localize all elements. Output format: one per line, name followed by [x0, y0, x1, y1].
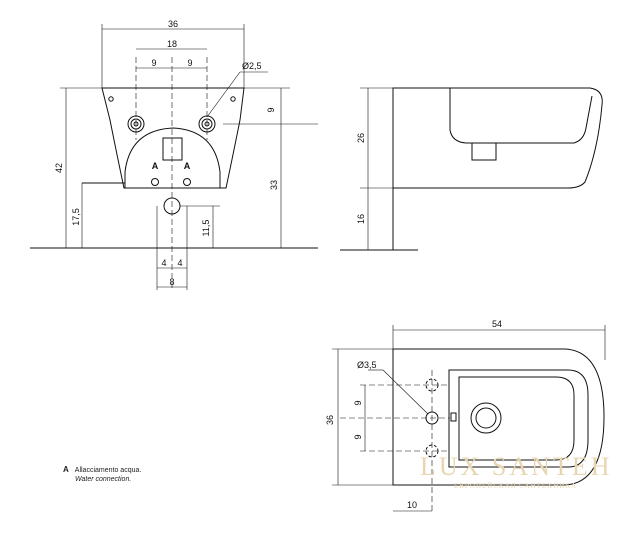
- side-view-outline: [392, 87, 603, 189]
- marker-a-right: A: [184, 161, 191, 171]
- legend: A Allacciamento acqua. Water connection.: [63, 465, 141, 484]
- legend-key: A: [63, 465, 69, 474]
- dim-top-offset-10: 10: [407, 500, 417, 510]
- dim-front-width-36: 36: [168, 19, 178, 29]
- dim-front-diameter: Ø2,5: [242, 61, 262, 71]
- dim-top-length-54: 54: [492, 319, 502, 329]
- top-view-outline: [392, 348, 605, 486]
- dim-front-inlet-left: 4: [161, 258, 166, 268]
- dim-front-inlet-total: 8: [169, 277, 174, 287]
- dim-front-inlet-right: 4: [177, 258, 182, 268]
- dim-front-height-11-5: 11,5: [201, 220, 211, 237]
- front-view-outline: [101, 87, 245, 189]
- side-view: [340, 87, 603, 251]
- side-view-bowl: [449, 88, 593, 144]
- legend-line-2: Water connection.: [75, 476, 132, 483]
- dim-front-half-right: 9: [187, 58, 192, 68]
- legend-line-1: Allacciamento acqua.: [74, 467, 142, 474]
- front-view: [30, 24, 318, 290]
- dim-side-upper-26: 26: [356, 133, 366, 143]
- dim-front-top-offset: 9: [266, 107, 276, 112]
- top-view: [332, 325, 606, 512]
- dim-top-width-36: 36: [325, 415, 335, 425]
- dim-front-height-42: 42: [54, 163, 64, 173]
- dim-front-height-17-5: 17,5: [71, 208, 81, 226]
- dim-top-hole-up: 9: [353, 400, 363, 405]
- top-view-bowl: [448, 369, 589, 468]
- dim-side-lower-16: 16: [356, 214, 366, 224]
- front-view-spout: [162, 137, 183, 161]
- dim-front-holes-18: 18: [167, 39, 177, 49]
- dim-front-half-left: 9: [151, 58, 156, 68]
- dim-top-diameter: Ø3,5: [357, 360, 377, 370]
- marker-a-left: A: [152, 161, 159, 171]
- front-view-arch: [124, 127, 221, 188]
- dim-top-hole-down: 9: [353, 434, 363, 439]
- dim-front-height-33: 33: [269, 180, 279, 190]
